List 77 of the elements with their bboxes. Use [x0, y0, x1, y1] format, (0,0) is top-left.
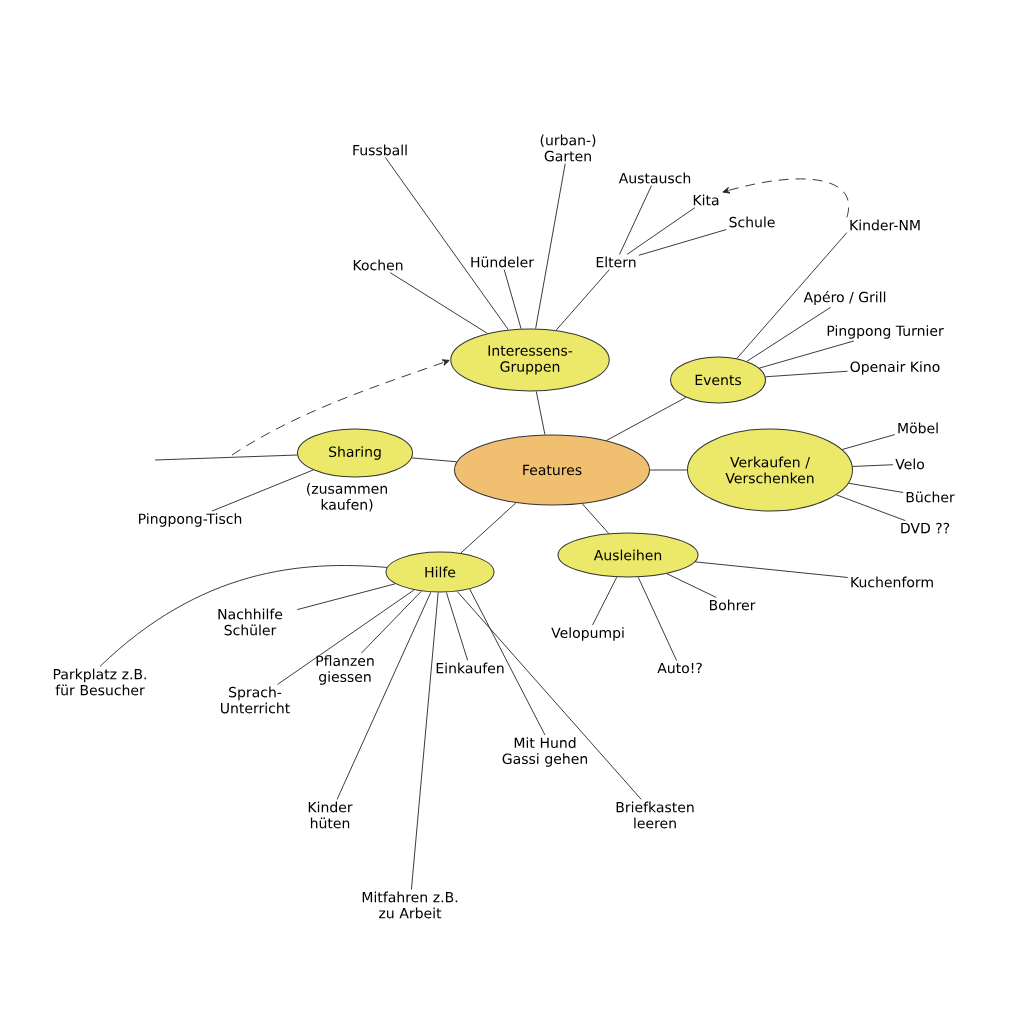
branch-label: Einkaufen [436, 662, 504, 674]
branch-label: Eltern [596, 256, 636, 268]
branch-label: Pingpong Turnier [827, 325, 944, 339]
connector-line [581, 503, 610, 534]
branch-label: DVD ?? [901, 522, 950, 534]
connector-line [758, 340, 855, 369]
branch-label: Parkplatz z.B. für Besucher [53, 668, 146, 696]
branch-label: Velopumpi [551, 627, 624, 641]
branch-label: Kuchenform [851, 576, 933, 588]
connector-line [410, 592, 439, 890]
connector-line [694, 561, 849, 578]
connector-line [535, 163, 566, 330]
connector-line [852, 464, 894, 467]
connector-line [336, 591, 432, 800]
branch-label: Pingpong-Tisch [139, 513, 242, 527]
branch-label: Möbel [898, 422, 938, 434]
branch-label: Bücher [906, 491, 955, 503]
branch-label: Openair Kino [850, 361, 940, 375]
topic-bubble: Sharing [297, 428, 413, 478]
connector-line [277, 589, 415, 685]
connector-line [456, 591, 642, 800]
dashed-arrow [231, 359, 450, 456]
branch-label: Schule [729, 216, 775, 228]
topic-bubble: Ausleihen [557, 532, 699, 578]
connector-line [592, 576, 618, 626]
node-caption: (zusammen kaufen) [307, 483, 387, 512]
branch-label: Velo [895, 458, 925, 470]
connector-line [385, 157, 509, 331]
topic-bubble: Events [670, 356, 766, 404]
connector-line [836, 494, 906, 522]
connector-line [154, 454, 298, 461]
connector-line [503, 269, 522, 330]
branch-label: Nachhilfe Schüler [218, 608, 283, 636]
central-bubble: Features [454, 434, 650, 506]
connector-line [469, 588, 546, 736]
connector-line [535, 390, 546, 436]
branch-label: Briefkasten leeren [616, 801, 694, 829]
branch-label: Apéro / Grill [803, 290, 886, 306]
connector-line [841, 434, 896, 450]
topic-bubble: Verkaufen / Verschenken [687, 428, 853, 512]
connector-line [666, 573, 717, 598]
connector-line [411, 457, 458, 463]
connector-line [389, 272, 488, 334]
connector-line [848, 482, 904, 493]
branch-label: Pflanzen giessen [316, 655, 374, 685]
branch-label: Mitfahren z.B. zu Arbeit [362, 891, 458, 919]
branch-label: Austausch [618, 172, 691, 184]
branch-label: Kochen [353, 259, 403, 271]
connector-line [296, 583, 396, 611]
connector-line [361, 590, 422, 654]
topic-bubble: Hilfe [385, 551, 495, 593]
connector-line [99, 565, 388, 667]
connector-line [637, 576, 678, 661]
branch-label: Mit Hund Gassi gehen [502, 737, 588, 767]
connector-line [555, 269, 610, 331]
connector-line [460, 502, 517, 554]
branch-label: Auto!? [657, 662, 702, 674]
connector-line [619, 185, 652, 255]
connector-line [626, 207, 696, 255]
connector-line [606, 397, 687, 441]
connector-line [746, 306, 832, 362]
topic-bubble: Interessens-Gruppen [450, 328, 610, 392]
connector-line [445, 591, 469, 661]
connector-line [736, 232, 848, 359]
branch-label: Bohrer [709, 599, 756, 611]
branch-label: (urban-) Garten [540, 134, 596, 162]
branch-label: Hündeler [471, 256, 535, 268]
dashed-arrow [722, 178, 850, 218]
branch-label: Kinder-NM [850, 219, 920, 231]
branch-label: Kita [693, 194, 719, 206]
branch-label: Sprach-Unterricht [221, 686, 290, 714]
connector-line [211, 469, 314, 512]
branch-label: Fussball [353, 144, 407, 156]
connector-line [638, 229, 727, 256]
branch-label: Kinder hüten [308, 801, 353, 829]
connector-line [649, 469, 688, 471]
connector-line [765, 370, 848, 378]
